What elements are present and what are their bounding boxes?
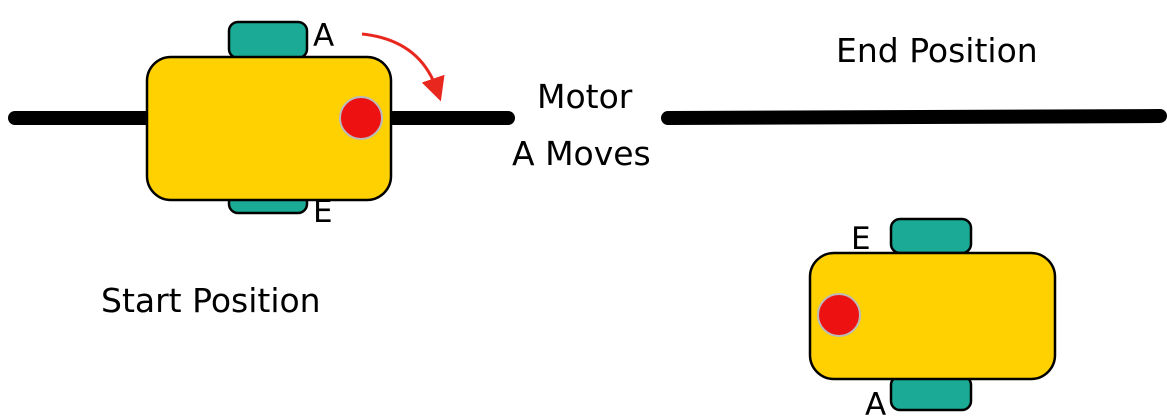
rotation-arrow-icon (361, 32, 445, 102)
motor-label-line1: Motor (537, 77, 633, 116)
end-robot-wheel-top (889, 217, 973, 255)
end-robot (808, 217, 1057, 412)
end-wheel-label-top: E (851, 221, 871, 257)
start-position-label: Start Position (101, 281, 321, 320)
end-robot-body (808, 251, 1057, 381)
end-robot-sensor (817, 293, 861, 337)
start-robot (145, 20, 393, 215)
motor-label-line2: A Moves (512, 134, 651, 173)
start-robot-wheel-top (227, 20, 309, 60)
start-wheel-label-bottom: E (313, 194, 333, 230)
end-wheel-label-bottom: A (865, 387, 886, 417)
end-track-line (661, 109, 1167, 125)
start-robot-sensor (339, 96, 383, 140)
end-robot-wheel-bottom (889, 374, 973, 412)
end-position-label: End Position (836, 31, 1038, 70)
start-robot-body (145, 55, 393, 202)
start-wheel-label-top: A (313, 18, 334, 54)
